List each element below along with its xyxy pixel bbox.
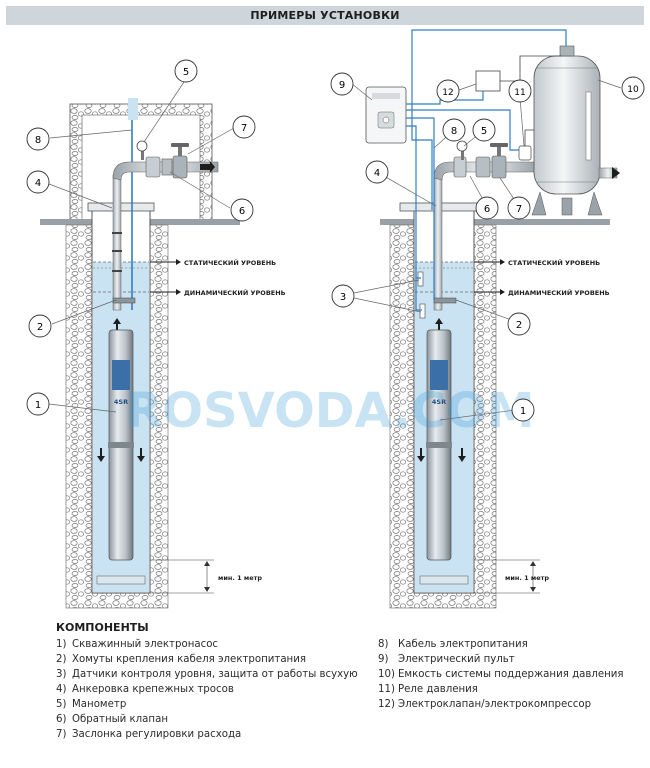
right-installation: 4SR СТАТИЧЕСКИЙ УРОВЕНЬ ДИНАМИЧЕСКИЙ УРО…: [350, 29, 622, 609]
svg-text:12: 12: [442, 88, 453, 98]
pump-brand-left: 4SR: [114, 398, 128, 406]
check-valve-right: [475, 156, 491, 178]
legend-item: 10)Емкость системы поддержания давления: [378, 669, 624, 680]
cable-clamp-right: [433, 297, 457, 304]
level-sensor-lower: [419, 303, 426, 319]
svg-text:2: 2: [516, 320, 522, 331]
callout-1-right: 1: [511, 398, 535, 422]
static-level-label-left: СТАТИЧЕСКИЙ УРОВЕНЬ: [184, 258, 276, 267]
cable-clamp-left: [112, 297, 136, 304]
callout-12: 12: [436, 79, 460, 103]
svg-text:4: 4: [374, 168, 380, 179]
callout-2-left: 2: [28, 314, 52, 338]
callout-1-left: 1: [26, 392, 50, 416]
callout-6-right: 6: [475, 196, 499, 220]
legend-item: 8)Кабель электропитания: [378, 639, 528, 650]
manometer-right: [456, 140, 468, 152]
left-installation: 4SR СТАТИЧЕСКИЙ УРОВЕНЬ ДИНАМИЧЕСКИЙ УРО…: [40, 78, 286, 609]
svg-text:6: 6: [484, 204, 490, 215]
svg-text:1: 1: [35, 400, 41, 411]
svg-text:8: 8: [451, 126, 457, 137]
legend-item: 5)Манометр: [56, 699, 127, 710]
legend-item: 6)Обратный клапан: [56, 714, 168, 725]
legend-item: 9)Электрический пульт: [378, 654, 515, 665]
static-level-label-right: СТАТИЧЕСКИЙ УРОВЕНЬ: [508, 258, 600, 267]
callout-7-right: 7: [507, 196, 531, 220]
legend-item: 2)Хомуты крепления кабеля электропитания: [56, 654, 306, 665]
check-valve-left: [145, 156, 161, 178]
svg-text:6: 6: [239, 206, 245, 217]
gate-valve-right: [491, 155, 507, 179]
callout-8-right: 8: [442, 118, 466, 142]
callout-7-left: 7: [232, 115, 256, 139]
riser-pipe-right: [433, 174, 443, 311]
svg-text:11: 11: [514, 88, 525, 98]
components-list-right: 8)Кабель электропитания 9)Электрический …: [378, 637, 624, 712]
dynamic-level-label-left: ДИНАМИЧЕСКИЙ УРОВЕНЬ: [184, 288, 286, 297]
svg-text:7: 7: [241, 123, 247, 134]
callout-2-right: 2: [507, 312, 531, 336]
callout-5-right: 5: [472, 118, 496, 142]
watermark: ROSVODA.COM: [125, 383, 534, 439]
callout-11: 11: [508, 79, 532, 103]
callout-4-left: 4: [26, 170, 50, 194]
legend-item: 4)Анкеровка крепежных тросов: [56, 684, 234, 695]
manometer-left: [136, 140, 148, 152]
svg-text:8: 8: [35, 135, 41, 146]
svg-text:9: 9: [339, 80, 345, 91]
legend-item: 11)Реле давления: [378, 684, 478, 695]
pressure-switch: [518, 145, 532, 161]
min-depth-label-right: мин. 1 метр: [505, 574, 549, 582]
svg-text:2: 2: [37, 322, 43, 333]
svg-text:10: 10: [627, 85, 639, 95]
callout-8-left: 8: [26, 127, 50, 151]
level-sensor-upper: [417, 271, 424, 287]
callout-10: 10: [621, 76, 645, 100]
riser-pipe-left: [112, 174, 122, 311]
compressor-box: [475, 70, 501, 92]
callout-9: 9: [330, 72, 354, 96]
legend-item: 3)Датчики контроля уровня, защита от раб…: [56, 669, 358, 680]
legend-item: 12)Электроклапан/электрокомпрессор: [378, 699, 592, 710]
dynamic-level-label-right: ДИНАМИЧЕСКИЙ УРОВЕНЬ: [508, 288, 610, 297]
svg-text:5: 5: [481, 126, 487, 137]
components-list-left: 1)Скважинный электронасос 2)Хомуты крепл…: [56, 637, 358, 742]
svg-text:5: 5: [183, 67, 189, 78]
svg-text:7: 7: [516, 204, 522, 215]
legend-item: 1)Скважинный электронасос: [56, 639, 219, 650]
min-depth-label-left: мин. 1 метр: [218, 574, 262, 582]
page-title: ПРИМЕРЫ УСТАНОВКИ: [6, 6, 644, 25]
svg-text:1: 1: [520, 406, 526, 417]
svg-text:3: 3: [340, 292, 346, 303]
ground-right: [380, 219, 610, 225]
components-title: КОМПОНЕНТЫ: [56, 621, 149, 634]
pump-brand-right: 4SR: [432, 398, 446, 406]
callout-6-left: 6: [230, 198, 254, 222]
callout-3: 3: [331, 284, 355, 308]
svg-text:4: 4: [35, 178, 41, 189]
callout-4-right: 4: [365, 160, 389, 184]
legend-item: 7)Заслонка регулировки расхода: [56, 729, 242, 740]
installation-diagram: 4SR СТАТИЧЕСКИЙ УРОВЕНЬ ДИНАМИЧЕСКИЙ УРО…: [26, 29, 645, 609]
callouts: 8 5 7 6 4 2 1 9 12 11 10 8 5 6 7 4 3 2 1: [26, 59, 645, 422]
callout-5-left: 5: [174, 59, 198, 83]
